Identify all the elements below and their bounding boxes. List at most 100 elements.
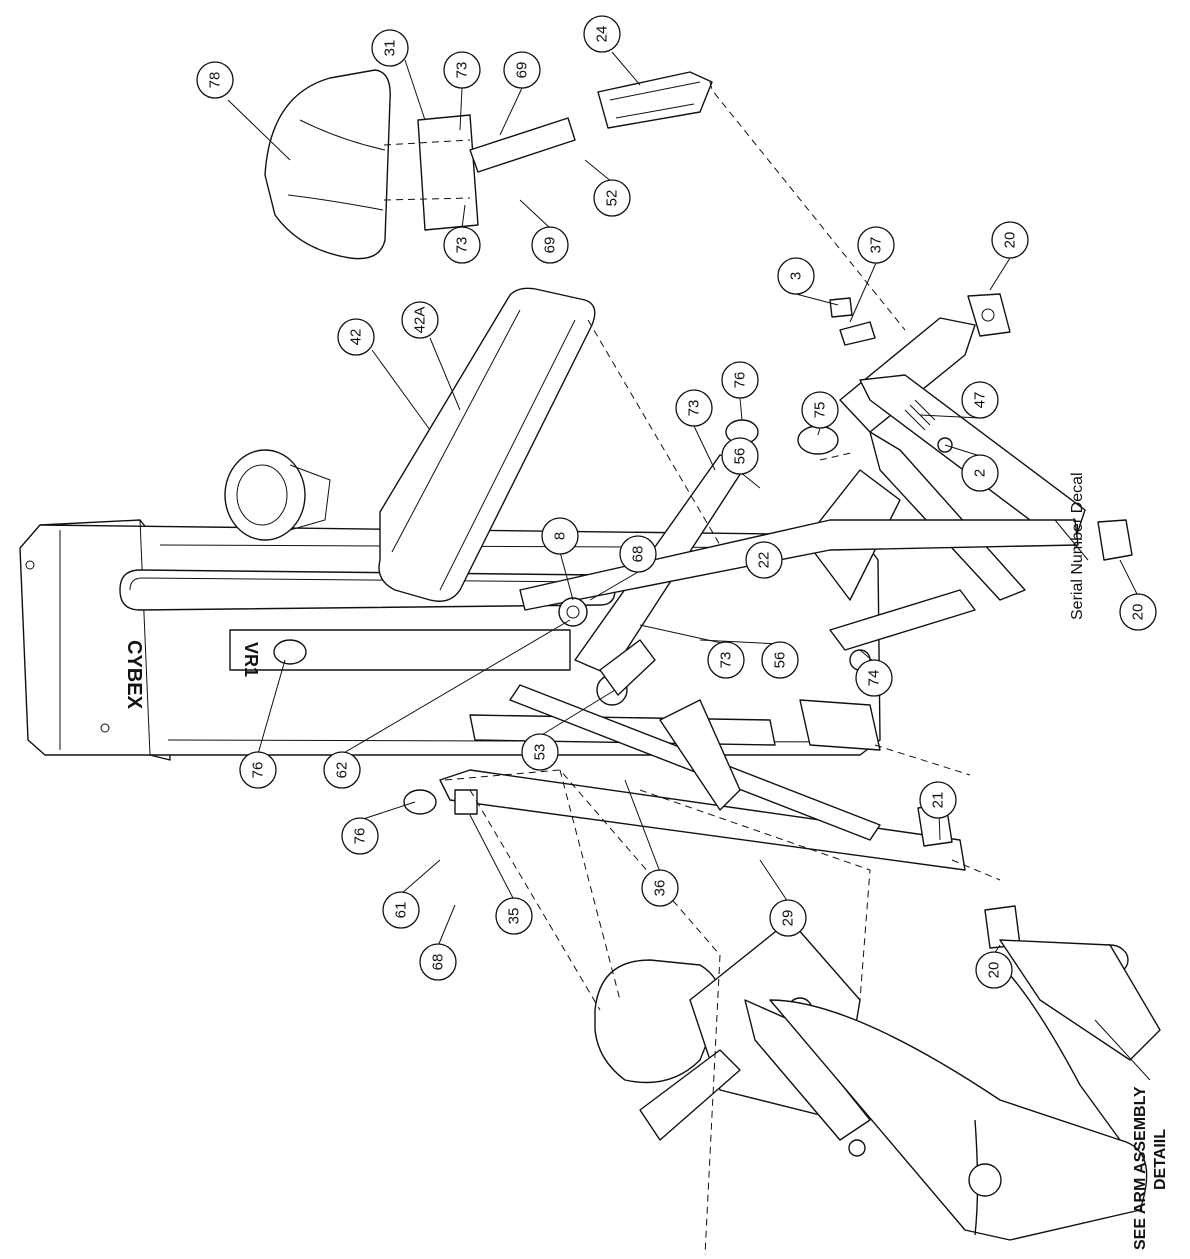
callout-number: 8 bbox=[552, 532, 569, 540]
callout-number: 73 bbox=[454, 237, 471, 254]
callout-number: 76 bbox=[352, 828, 369, 845]
callout-circle bbox=[443, 51, 481, 89]
callout-circle bbox=[919, 781, 957, 819]
callout-circle bbox=[855, 659, 893, 697]
callout-number: 61 bbox=[393, 902, 410, 919]
callout-2: 2 bbox=[961, 454, 999, 492]
callout-circle bbox=[857, 226, 895, 264]
callout-74: 74 bbox=[855, 659, 893, 697]
svg-text:VR1: VR1 bbox=[241, 642, 261, 677]
callout-circle bbox=[503, 51, 541, 89]
callout-number: 76 bbox=[250, 762, 267, 779]
callout-number: 29 bbox=[780, 910, 797, 927]
callout-number: 75 bbox=[812, 402, 829, 419]
callout-number: 69 bbox=[542, 237, 559, 254]
callout-number: 74 bbox=[866, 670, 883, 687]
callout-number: 73 bbox=[454, 62, 471, 79]
callout-69: 69 bbox=[503, 51, 541, 89]
callout-number: 36 bbox=[652, 880, 669, 897]
detail-label-line2: DETAIIL bbox=[1152, 1129, 1169, 1190]
brand-logo: CYBEX bbox=[123, 640, 145, 710]
callout-circle bbox=[323, 751, 361, 789]
callout-circle bbox=[521, 733, 559, 771]
callout-73: 73 bbox=[675, 389, 713, 427]
callout-number: 37 bbox=[868, 237, 885, 254]
leader-lines bbox=[227, 51, 1151, 1081]
callout-circle bbox=[239, 751, 277, 789]
serial-label-group: Serial Number Decal bbox=[1069, 472, 1086, 620]
callout-35: 35 bbox=[495, 897, 533, 935]
callout-56: 56 bbox=[761, 641, 799, 679]
callout-circle bbox=[801, 391, 839, 429]
callout-circle bbox=[777, 257, 815, 295]
seat-bracket-31 bbox=[417, 114, 576, 231]
callout-circle bbox=[961, 381, 999, 419]
callout-number: 21 bbox=[930, 792, 947, 809]
adjuster-24 bbox=[597, 71, 713, 129]
serial-number-label: Serial Number Decal bbox=[1069, 472, 1086, 620]
callout-3: 3 bbox=[777, 257, 815, 295]
model-logo: VR1 bbox=[241, 642, 261, 677]
callout-8: 8 bbox=[541, 517, 579, 555]
callout-number: 31 bbox=[382, 40, 399, 57]
callout-circle bbox=[583, 15, 621, 53]
callout-circle bbox=[1119, 593, 1157, 631]
callout-73: 73 bbox=[443, 51, 481, 89]
seat-post-cylinder bbox=[224, 449, 331, 541]
callout-22: 22 bbox=[745, 541, 783, 579]
callout-number: 20 bbox=[1130, 604, 1147, 621]
callout-circle bbox=[401, 301, 439, 339]
callout-circle bbox=[961, 454, 999, 492]
callout-24: 24 bbox=[583, 15, 621, 53]
callout-number: 78 bbox=[207, 72, 224, 89]
pivot-hub bbox=[558, 597, 656, 706]
callout-number: 24 bbox=[594, 26, 611, 43]
callout-number: 56 bbox=[732, 448, 749, 465]
callout-circle bbox=[991, 221, 1029, 259]
callout-number: 2 bbox=[972, 469, 989, 477]
callout-circle bbox=[761, 641, 799, 679]
callout-52: 52 bbox=[593, 179, 631, 217]
decal-35 bbox=[454, 789, 478, 815]
callout-73: 73 bbox=[443, 226, 481, 264]
callout-20: 20 bbox=[975, 951, 1013, 989]
callout-circle bbox=[707, 641, 745, 679]
callout-circle bbox=[745, 541, 783, 579]
back-pad bbox=[378, 287, 596, 602]
callout-37: 37 bbox=[857, 226, 895, 264]
callout-42A: 42A bbox=[401, 301, 439, 339]
callout-number: 73 bbox=[718, 652, 735, 669]
callout-circle bbox=[196, 61, 234, 99]
callout-number: 42A bbox=[412, 307, 429, 334]
callout-circle bbox=[619, 535, 657, 573]
callout-circle bbox=[531, 226, 569, 264]
callout-47: 47 bbox=[961, 381, 999, 419]
end-caps bbox=[273, 419, 871, 815]
callout-number: 62 bbox=[334, 762, 351, 779]
callout-21: 21 bbox=[919, 781, 957, 819]
callout-62: 62 bbox=[323, 751, 361, 789]
svg-text:CYBEX: CYBEX bbox=[123, 640, 145, 710]
callout-circle bbox=[341, 817, 379, 855]
callout-76: 76 bbox=[239, 751, 277, 789]
callout-number: 53 bbox=[532, 744, 549, 761]
callout-circle bbox=[975, 951, 1013, 989]
callout-20: 20 bbox=[1119, 593, 1157, 631]
callout-circle bbox=[419, 943, 457, 981]
callout-number: 73 bbox=[686, 400, 703, 417]
callout-circle bbox=[721, 361, 759, 399]
callout-number: 35 bbox=[506, 908, 523, 925]
callout-number: 76 bbox=[732, 372, 749, 389]
callout-number: 20 bbox=[1002, 232, 1019, 249]
foot-plates bbox=[917, 293, 1133, 949]
detail-label-group: SEE ARM ASSEMBLY DETAIIL bbox=[1132, 1086, 1169, 1250]
arm-assembly bbox=[594, 919, 1161, 1241]
callout-number: 20 bbox=[986, 962, 1003, 979]
callout-31: 31 bbox=[371, 29, 409, 67]
callout-number: 22 bbox=[756, 552, 773, 569]
callout-number: 68 bbox=[630, 546, 647, 563]
callout-75: 75 bbox=[801, 391, 839, 429]
callout-circle bbox=[371, 29, 409, 67]
